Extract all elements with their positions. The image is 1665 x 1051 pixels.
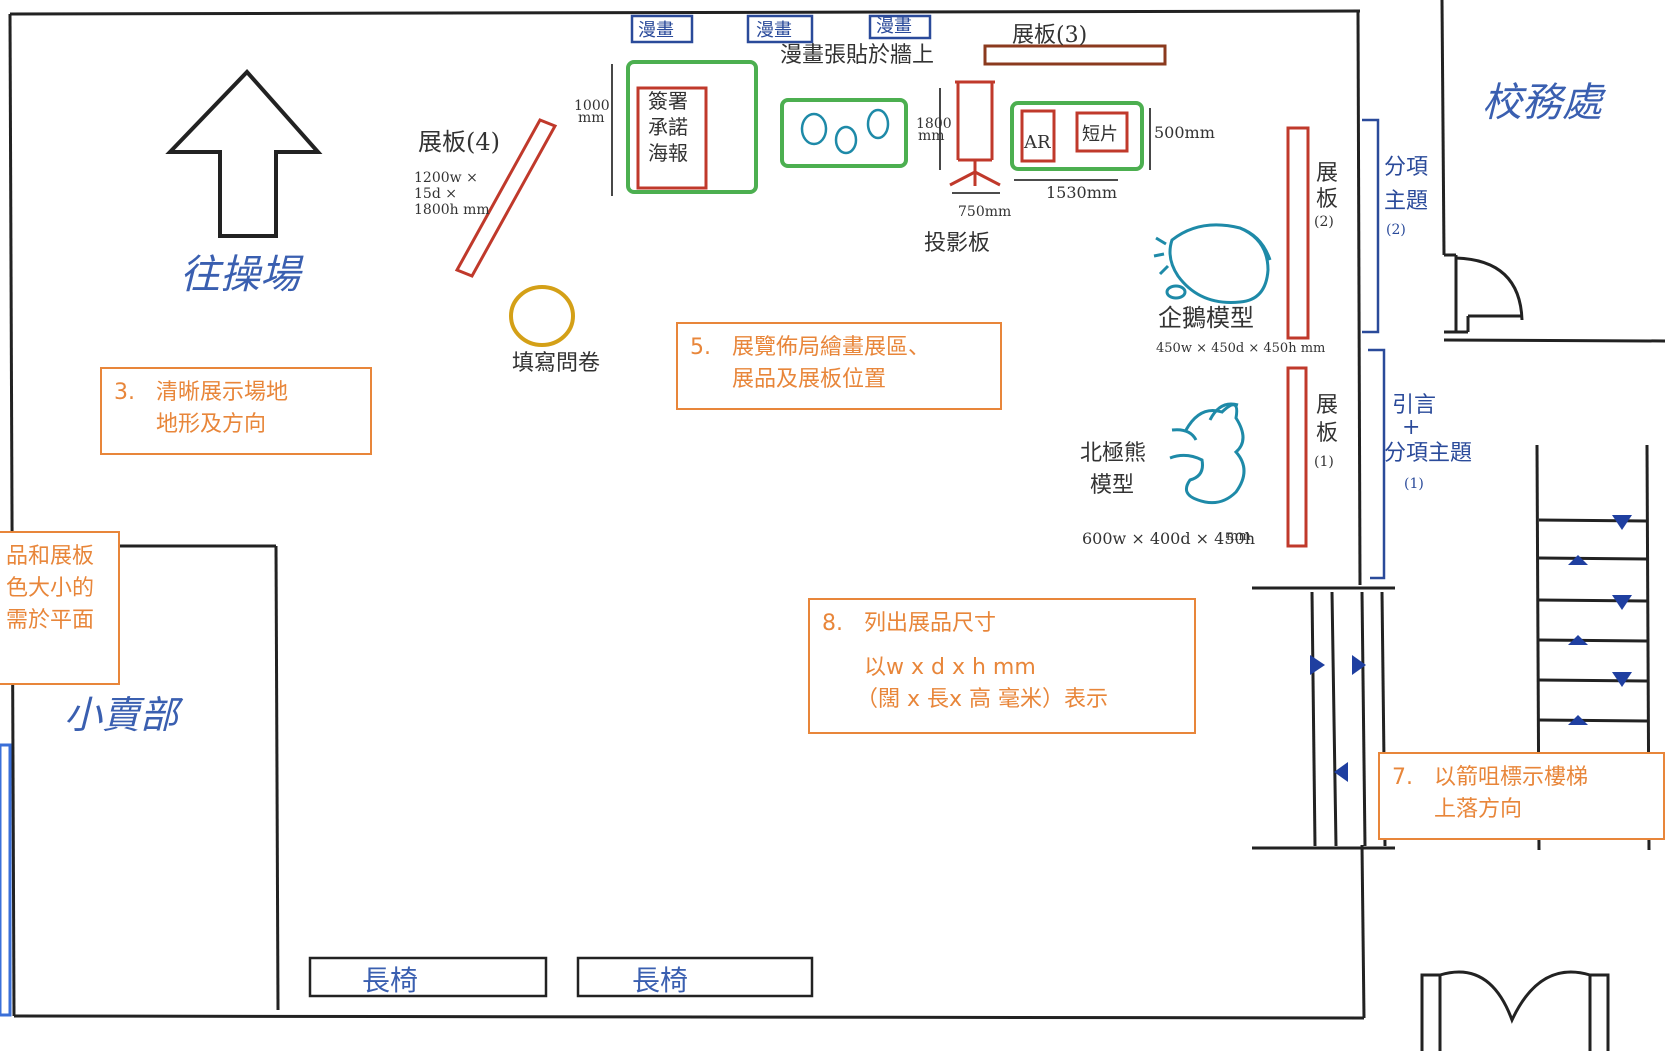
label-comic-wall: 漫畫張貼於牆上 [780, 43, 934, 68]
callout-7-line1: 以箭咀標示樓梯 [1434, 765, 1589, 790]
label-penguin-dims: 450w × 450d × 450h mm [1156, 341, 1325, 356]
label-subtopic-2-b: 主題 [1384, 189, 1428, 214]
label-board-1-b: 板 [1316, 421, 1338, 446]
section-brackets [1362, 118, 1386, 580]
label-subtopic-2-c: (2) [1386, 222, 1406, 238]
label-polar-bear-1: 北極熊 [1080, 441, 1146, 466]
callout-5-num: 5. [690, 335, 711, 360]
callout-7-num: 7. [1392, 765, 1413, 790]
label-height-1800-a: 1800 [916, 116, 952, 132]
label-board-4-dims-2: 15d × [414, 186, 457, 202]
label-board-1-a: 展 [1316, 393, 1338, 418]
office-walls [1440, 0, 1665, 343]
callout-3: 3. 清晰展示場地 地形及方向 [100, 367, 372, 455]
callout-5-line1: 展覽佈局繪畫展區、 [732, 335, 931, 360]
left-edge-area [0, 743, 12, 1017]
label-screen-depth: 500mm [1154, 123, 1215, 142]
label-comic-3: 漫畫 [876, 16, 912, 37]
label-board-4-dims-3: 1800h mm [414, 202, 490, 218]
polar-bear-model [1169, 402, 1246, 505]
label-questionnaire: 填寫問卷 [512, 351, 600, 376]
callout-8-line2: 以w x d x h mm [864, 655, 1036, 680]
callout-8-line1: 列出展品尺寸 [864, 611, 997, 636]
comic-frames [630, 14, 932, 44]
callout-7: 7. 以箭咀標示樓梯 上落方向 [1378, 752, 1665, 840]
callout-partial-line2: 色大小的 [6, 576, 95, 601]
label-signature-poster-1: 簽署 [648, 89, 688, 113]
label-intro-4: (1) [1404, 476, 1424, 492]
label-board-3: 展板(3) [1012, 23, 1087, 48]
questionnaire-stand [509, 285, 575, 347]
label-tuck-shop: 小賣部 [64, 693, 184, 737]
label-polar-bear-2: 模型 [1090, 473, 1134, 498]
callout-partial: 品和展板 色大小的 需於平面 [0, 531, 120, 685]
dimension-lines [611, 64, 1151, 196]
callout-8-line3: （闊 x 長x 高 毫米）表示 [856, 687, 1109, 712]
direction-arrow-icon [165, 69, 323, 238]
label-comic-1: 漫畫 [638, 20, 674, 41]
label-polar-bear-dims-1: 600w × 400d × 450h [1082, 529, 1255, 548]
label-intro-2: + [1402, 415, 1420, 440]
stairwell [1252, 444, 1651, 1051]
label-signature-poster-3: 海報 [648, 141, 688, 165]
light-bulbs [800, 108, 890, 155]
label-height-1000-b: mm [578, 110, 605, 126]
label-bench-2: 長椅 [632, 964, 688, 997]
label-bench-1: 長椅 [362, 964, 418, 997]
stair-arrows [1310, 515, 1632, 782]
label-height-1800-b: mm [918, 128, 945, 144]
label-board-2-c: (2) [1314, 214, 1334, 230]
callout-3-line2: 地形及方向 [156, 412, 267, 437]
label-comic-2: 漫畫 [756, 20, 792, 41]
callout-5-line2: 展品及展板位置 [732, 367, 887, 392]
label-projector-board: 投影板 [924, 231, 990, 256]
label-polar-bear-dims-2: mm [1226, 529, 1251, 544]
label-short-film: 短片 [1082, 124, 1118, 145]
callout-3-line1: 清晰展示場地 [156, 380, 289, 405]
callout-8: 8. 列出展品尺寸 以w x d x h mm （闊 x 長x 高 毫米）表示 [808, 598, 1196, 734]
label-board-2-b: 板 [1316, 187, 1338, 212]
label-subtopic-2-a: 分項 [1384, 155, 1428, 180]
callout-8-num: 8. [822, 611, 843, 636]
label-intro-1: 引言 [1392, 393, 1436, 418]
label-to-playground: 往操場 [180, 252, 304, 298]
label-board-1-c: (1) [1314, 454, 1334, 470]
label-intro-3: 分項主題 [1384, 441, 1472, 466]
label-screen-width: 1530mm [1046, 183, 1117, 202]
label-height-1000-a: 1000 [574, 98, 610, 114]
exhibit-areas [626, 60, 1144, 194]
label-penguin: 企鵝模型 [1158, 304, 1254, 332]
callout-3-num: 3. [114, 380, 135, 405]
callout-partial-line1: 品和展板 [6, 544, 95, 569]
label-school-office: 校務處 [1482, 80, 1607, 126]
penguin-model [1153, 223, 1272, 304]
label-board-4: 展板(4) [418, 128, 500, 156]
projector-stand [949, 160, 1001, 187]
callout-7-line2: 上落方向 [1434, 797, 1523, 822]
label-board-2-a: 展 [1316, 161, 1338, 186]
display-boards [454, 44, 1310, 548]
benches [308, 956, 814, 998]
callout-5: 5. 展覽佈局繪畫展區、 展品及展板位置 [676, 322, 1002, 410]
label-signature-poster-2: 承諾 [648, 115, 688, 139]
label-projector-width: 750mm [958, 204, 1011, 220]
label-board-4-dims-1: 1200w × [414, 170, 478, 186]
label-ar: AR [1023, 132, 1051, 153]
callout-partial-line3: 需於平面 [6, 608, 95, 633]
